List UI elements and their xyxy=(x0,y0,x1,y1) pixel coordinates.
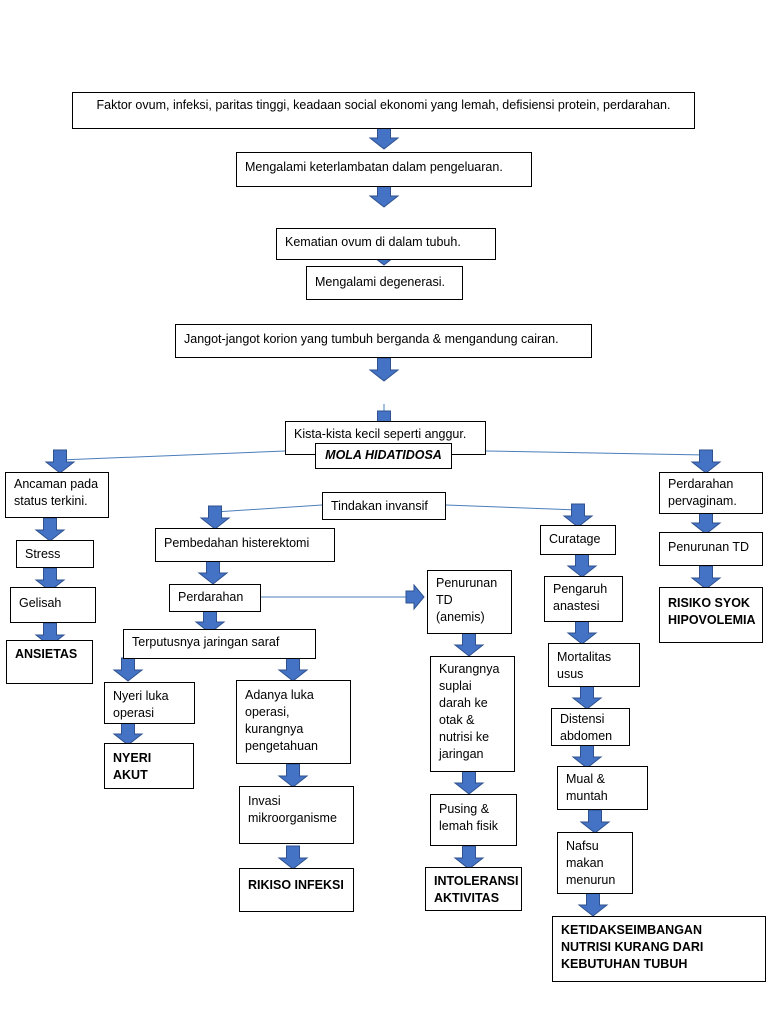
arrow-tindakan-pembedahan xyxy=(199,505,231,530)
node-mual: Mual & muntah xyxy=(557,766,648,810)
node-tindakan: Tindakan invansif xyxy=(322,492,446,520)
arrow-terputusnya-adanya xyxy=(277,657,309,682)
arrow-tindakan-curatage xyxy=(562,503,594,528)
connector-kista-right xyxy=(485,450,707,456)
node-pengaruh: Pengaruh anastesi xyxy=(544,576,623,622)
arrow-penurunan-kurangnya xyxy=(453,632,485,657)
arrow-right-penurunan xyxy=(405,583,425,611)
arrow-terputusnya-nyeri xyxy=(112,657,144,682)
arrow-mortalitas-distensi xyxy=(571,685,603,710)
node-kurangnya-suplai: Kurangnya suplai darah ke otak & nutrisi… xyxy=(430,656,515,772)
node-faktor: Faktor ovum, infeksi, paritas tinggi, ke… xyxy=(72,92,695,129)
node-gelisah: Gelisah xyxy=(10,587,96,623)
node-mortalitas: Mortalitas usus xyxy=(548,643,640,687)
node-invasi: Invasi mikroorganisme xyxy=(239,786,354,844)
node-pembedahan: Pembedahan histerektomi xyxy=(155,528,335,562)
node-nyeri-luka: Nyeri luka operasi xyxy=(104,682,195,724)
arrow-pervaginam-penurunan xyxy=(690,510,722,535)
node-ketidakseimbangan: KETIDAKSEIMBANGAN NUTRISI KURANG DARI KE… xyxy=(552,916,766,982)
arrow-faktor xyxy=(368,125,400,150)
node-pusing: Pusing & lemah fisik xyxy=(430,794,517,846)
arrow-distensi-mual xyxy=(571,744,603,769)
node-ancaman: Ancaman pada status terkini. xyxy=(5,472,109,518)
arrow-curatage-pengaruh xyxy=(566,553,598,578)
arrow-mual-nafsu xyxy=(579,809,611,834)
node-degenerasi: Mengalami degenerasi. xyxy=(306,266,463,300)
connector-kista-left xyxy=(59,450,286,461)
node-intoleransi: INTOLERANSI AKTIVITAS xyxy=(425,867,522,911)
node-stress: Stress xyxy=(16,540,94,568)
arrow-right-perdarahan xyxy=(690,449,722,474)
arrow-keterlambatan xyxy=(368,183,400,208)
node-risiko-syok: RISIKO SYOK HIPOVOLEMIA xyxy=(659,587,763,643)
arrow-jangot xyxy=(368,357,400,382)
arrow-perdarahan-terputusnya xyxy=(194,609,226,634)
node-curatage: Curatage xyxy=(540,525,616,555)
arrow-adanya-invasi xyxy=(277,763,309,788)
node-penurunan-anemis: Penurunan TD (anemis) xyxy=(427,570,512,634)
node-jangot: Jangot-jangot korion yang tumbuh bergand… xyxy=(175,324,592,358)
arrow-pembedahan-perdarahan xyxy=(197,560,229,585)
node-ansietas: ANSIETAS xyxy=(6,640,93,684)
node-perdarahan: Perdarahan xyxy=(169,584,261,612)
node-kematian: Kematian ovum di dalam tubuh. xyxy=(276,228,496,260)
arrow-nafsu-ketidakseimbangan xyxy=(577,892,609,917)
arrow-penurunan-risiko xyxy=(690,565,722,590)
node-keterlambatan: Mengalami keterlambatan dalam pengeluara… xyxy=(236,152,532,187)
arrow-nyeri-akut xyxy=(112,721,144,746)
node-penurunan-td: Penurunan TD xyxy=(659,532,763,566)
arrow-invasi-rikiso xyxy=(277,845,309,870)
arrow-pusing-intoleransi xyxy=(453,845,485,870)
node-terputusnya: Terputusnya jaringan saraf xyxy=(123,629,316,659)
arrow-left-ancaman xyxy=(44,449,76,474)
node-mola: MOLA HIDATIDOSA xyxy=(315,443,452,469)
connector-tindakan-right xyxy=(445,504,579,511)
arrow-ancaman-stress xyxy=(34,517,66,542)
arrow-pengaruh-mortalitas xyxy=(566,620,598,645)
arrow-stress-gelisah xyxy=(34,567,66,592)
node-distensi: Distensi abdomen xyxy=(551,708,630,746)
node-rikiso: RIKISO INFEKSI xyxy=(239,868,354,912)
node-nafsu: Nafsu makan menurun xyxy=(557,832,633,894)
node-nyeri-akut: NYERI AKUT xyxy=(104,743,194,789)
node-adanya-luka: Adanya luka operasi, kurangnya pengetahu… xyxy=(236,680,351,764)
connector-tindakan-left xyxy=(214,504,323,513)
arrow-kurangnya-pusing xyxy=(453,770,485,795)
node-perdarahan-pervaginam: Perdarahan pervaginam. xyxy=(659,472,763,514)
